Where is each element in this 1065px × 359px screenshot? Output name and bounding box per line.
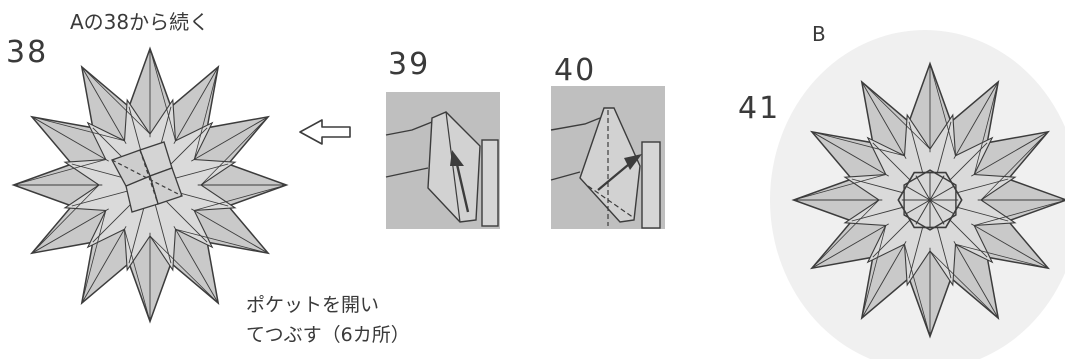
center-spoke [905, 185, 931, 201]
center-hexagon-rotated [903, 169, 957, 231]
crease-line [175, 228, 269, 254]
crease-line [861, 81, 907, 159]
crease-line [31, 184, 100, 254]
open-arrow-head [450, 150, 464, 166]
crease-line [971, 131, 1049, 177]
crease-line [153, 200, 172, 264]
crease-line [191, 208, 269, 254]
panel-fold-line [550, 171, 581, 181]
center-spoke [915, 175, 931, 201]
crease-line [31, 116, 125, 142]
section-b-label: B [812, 22, 826, 46]
center-pinwheel [111, 141, 183, 213]
pinwheel-flap [111, 149, 151, 187]
crease-line [81, 66, 127, 144]
crease-line [811, 199, 880, 269]
center-spokes [901, 171, 959, 229]
crease-line [861, 241, 907, 319]
center-spoke [929, 185, 955, 201]
crease-line [81, 226, 127, 304]
push-arrow-head [624, 154, 642, 170]
crease-line [811, 223, 889, 269]
panel-fold-line [385, 121, 433, 136]
crease-line [193, 66, 219, 160]
crease-line [81, 66, 151, 135]
panel-fold-line [385, 167, 429, 178]
crease-line [811, 131, 905, 157]
step-41-star-figure [791, 61, 1065, 339]
crease-line [811, 131, 889, 177]
crease-line [128, 200, 147, 264]
crease-line [31, 116, 109, 162]
star-crease-lines [13, 48, 287, 322]
step-number-40: 40 [554, 53, 597, 88]
crease-line [861, 81, 931, 150]
crease-line [149, 235, 219, 304]
crease-line [953, 81, 999, 159]
crease-line [974, 199, 1065, 226]
crease-line [200, 116, 269, 186]
squash-dashed-diagonal [587, 185, 635, 219]
crease-line [971, 223, 1049, 269]
center-spoke [929, 199, 945, 225]
step-number-41: 41 [738, 91, 781, 126]
crease-line [953, 241, 999, 319]
instruction-caption: ポケットを開い てつぶす（6カ所） [246, 290, 410, 350]
crease-line [191, 116, 269, 162]
crease-line [31, 208, 109, 254]
crease-line [980, 131, 1049, 201]
crease-line [973, 81, 999, 175]
pinwheel-dashed-line [111, 159, 183, 197]
crease-line [929, 63, 956, 156]
caption-line-1: ポケットを開い [246, 294, 380, 316]
step-39-detail-panel [385, 92, 500, 229]
hollow-left-arrow-icon [299, 119, 351, 145]
crease-line [173, 66, 219, 144]
crease-line [194, 184, 287, 211]
pocket-crease [445, 111, 461, 223]
crease-line [81, 210, 107, 304]
panel-fold-line [550, 117, 601, 131]
crease-line [71, 188, 135, 207]
center-spoke [929, 175, 945, 201]
crease-line [793, 174, 886, 201]
crease-line [161, 196, 208, 243]
step-number-39: 39 [388, 47, 431, 82]
continue-from-a-note: Aの38から続く [70, 10, 210, 34]
crease-line [149, 48, 176, 141]
center-spoke [929, 199, 955, 215]
step-38-star-figure [11, 46, 289, 324]
pinwheel-dashed-line [139, 149, 159, 205]
center-spoke [915, 199, 931, 225]
caption-line-2: てつぶす（6カ所） [246, 324, 410, 346]
crease-line [955, 243, 1049, 269]
crease-line [173, 226, 219, 304]
pocket-side [481, 139, 499, 227]
crease-line [124, 229, 151, 322]
center-spoke [905, 199, 931, 215]
step-40-detail-panel [550, 86, 665, 229]
crease-line [861, 225, 887, 319]
open-arrow-shaft [454, 159, 470, 213]
pocket-side [641, 141, 661, 229]
squash-flap [579, 107, 641, 223]
crease-line [904, 244, 931, 337]
crease-line [13, 159, 106, 186]
step-number-38: 38 [6, 35, 49, 70]
crease-line [929, 250, 999, 319]
